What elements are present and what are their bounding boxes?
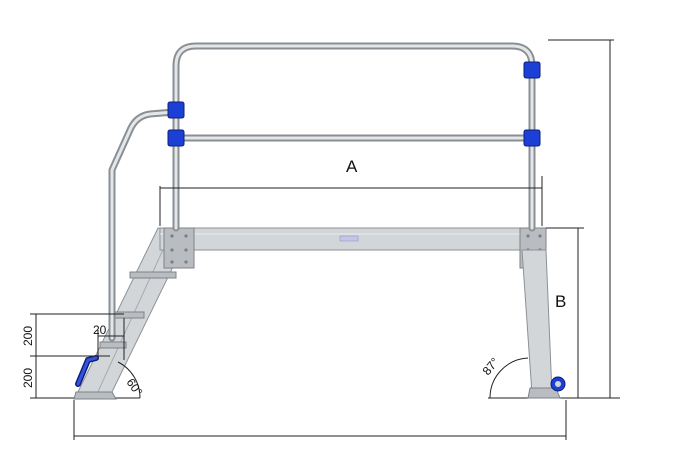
- dimension-b: B: [546, 227, 584, 398]
- bolt: [538, 234, 542, 238]
- angle-leg-label: 87°: [480, 355, 503, 378]
- grab-handle-icon: [75, 355, 99, 387]
- stair-step-2: [113, 311, 145, 319]
- step-rise-bottom-label: 200: [21, 368, 35, 388]
- wheel-icon: [550, 376, 566, 392]
- support-leg-body: [521, 249, 553, 395]
- dimension-overall-length: [73, 400, 567, 440]
- bolt: [184, 248, 188, 252]
- blue-rail-clamp-icon: [523, 61, 541, 79]
- dimension-overall-height: [548, 39, 614, 398]
- stair-step-3: [99, 341, 127, 349]
- blue-rail-clamp-icon: [167, 101, 185, 119]
- dimension-a-label: A: [346, 157, 358, 176]
- bolt: [170, 234, 174, 238]
- step-rise-top-label: 200: [21, 326, 35, 346]
- angle-stair-label: 60°: [124, 376, 146, 399]
- deck-label-plate: [339, 235, 359, 242]
- support-leg: [521, 249, 566, 399]
- deck-bracket-left: [163, 227, 195, 269]
- stair-step-1: [129, 271, 177, 279]
- bolt: [170, 260, 174, 264]
- angle-leg: 87°: [480, 355, 529, 399]
- blue-rail-clamp-icon: [523, 129, 541, 147]
- dimension-step-gap: 20: [93, 318, 125, 360]
- bolt: [184, 234, 188, 238]
- dimension-b-label: B: [555, 292, 566, 311]
- bolt: [526, 234, 530, 238]
- step-gap-label: 20: [93, 323, 107, 337]
- top-handrail-highlight: [174, 44, 534, 230]
- stair-handrail-highlight: [110, 110, 176, 340]
- platform-deck: [159, 227, 547, 269]
- foot-pad-right: [527, 387, 561, 399]
- handrail-assembly: [108, 42, 541, 342]
- dimension-a: A: [159, 157, 543, 226]
- bolt: [184, 260, 188, 264]
- foot-pad-left: [73, 391, 117, 400]
- stair-assembly: [73, 227, 191, 400]
- dimension-step-rise: 200 200: [21, 313, 124, 398]
- bolt: [170, 248, 174, 252]
- blue-rail-clamp-icon: [167, 129, 185, 147]
